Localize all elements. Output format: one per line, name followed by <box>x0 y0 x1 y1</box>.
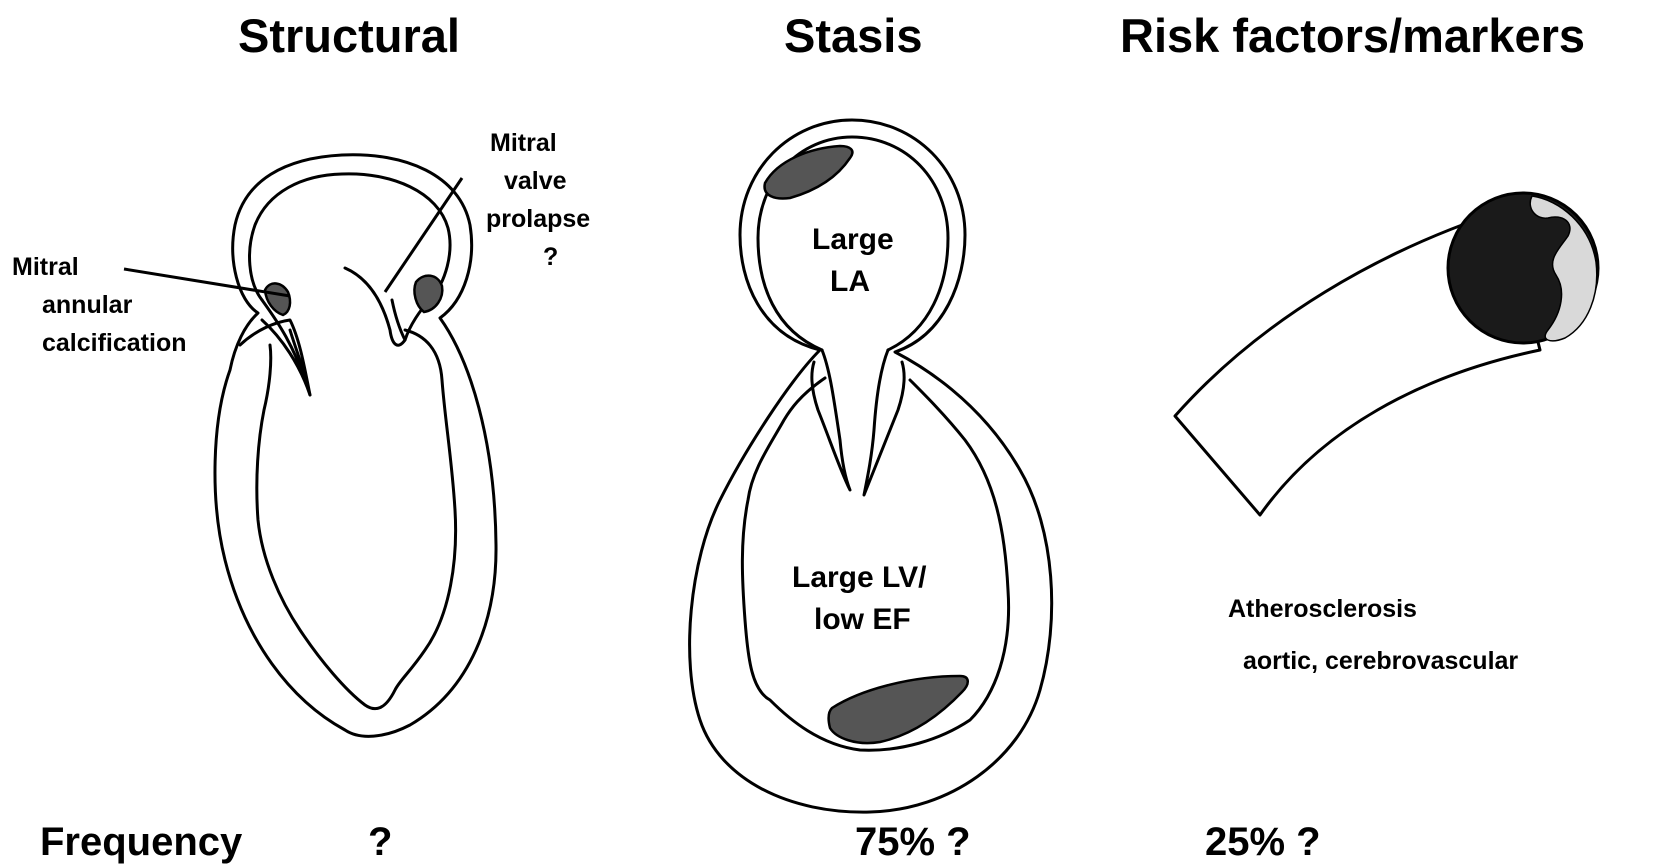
frequency-risk: 25% ? <box>1205 818 1321 866</box>
aortic-vessel <box>1175 193 1598 515</box>
mvp-label-line1: Mitral <box>490 128 557 158</box>
stasis-la-thrombus <box>765 146 853 198</box>
large-la-label-line1: Large <box>812 222 894 258</box>
stasis-left-leaflet <box>812 350 850 490</box>
frequency-stasis: 75% ? <box>855 818 971 866</box>
stasis-right-leaflet <box>864 350 904 495</box>
atherosclerosis-label: Atherosclerosis <box>1228 594 1417 624</box>
mac-label-line2: annular <box>42 290 132 320</box>
atherosclerosis-sites-label: aortic, cerebrovascular <box>1243 646 1518 676</box>
large-lv-label-line2: low EF <box>814 602 911 638</box>
structural-heart <box>124 155 496 737</box>
large-lv-label-line1: Large LV/ <box>792 560 926 596</box>
frequency-label: Frequency <box>40 818 242 866</box>
structural-ventricle-inner <box>240 320 456 709</box>
structural-heart-outer-wall <box>215 155 496 737</box>
mac-leader-line <box>124 269 290 296</box>
large-la-label-line2: LA <box>830 264 870 300</box>
structural-anterior-leaflet <box>345 268 405 345</box>
structural-calcification-right <box>414 276 442 312</box>
mvp-label-question: ? <box>543 242 558 272</box>
mac-label-line1: Mitral <box>12 252 79 282</box>
frequency-structural: ? <box>368 818 392 866</box>
mvp-label-line3: prolapse <box>486 204 590 234</box>
mvp-label-line2: valve <box>504 166 567 196</box>
mac-label-line3: calcification <box>42 328 187 358</box>
